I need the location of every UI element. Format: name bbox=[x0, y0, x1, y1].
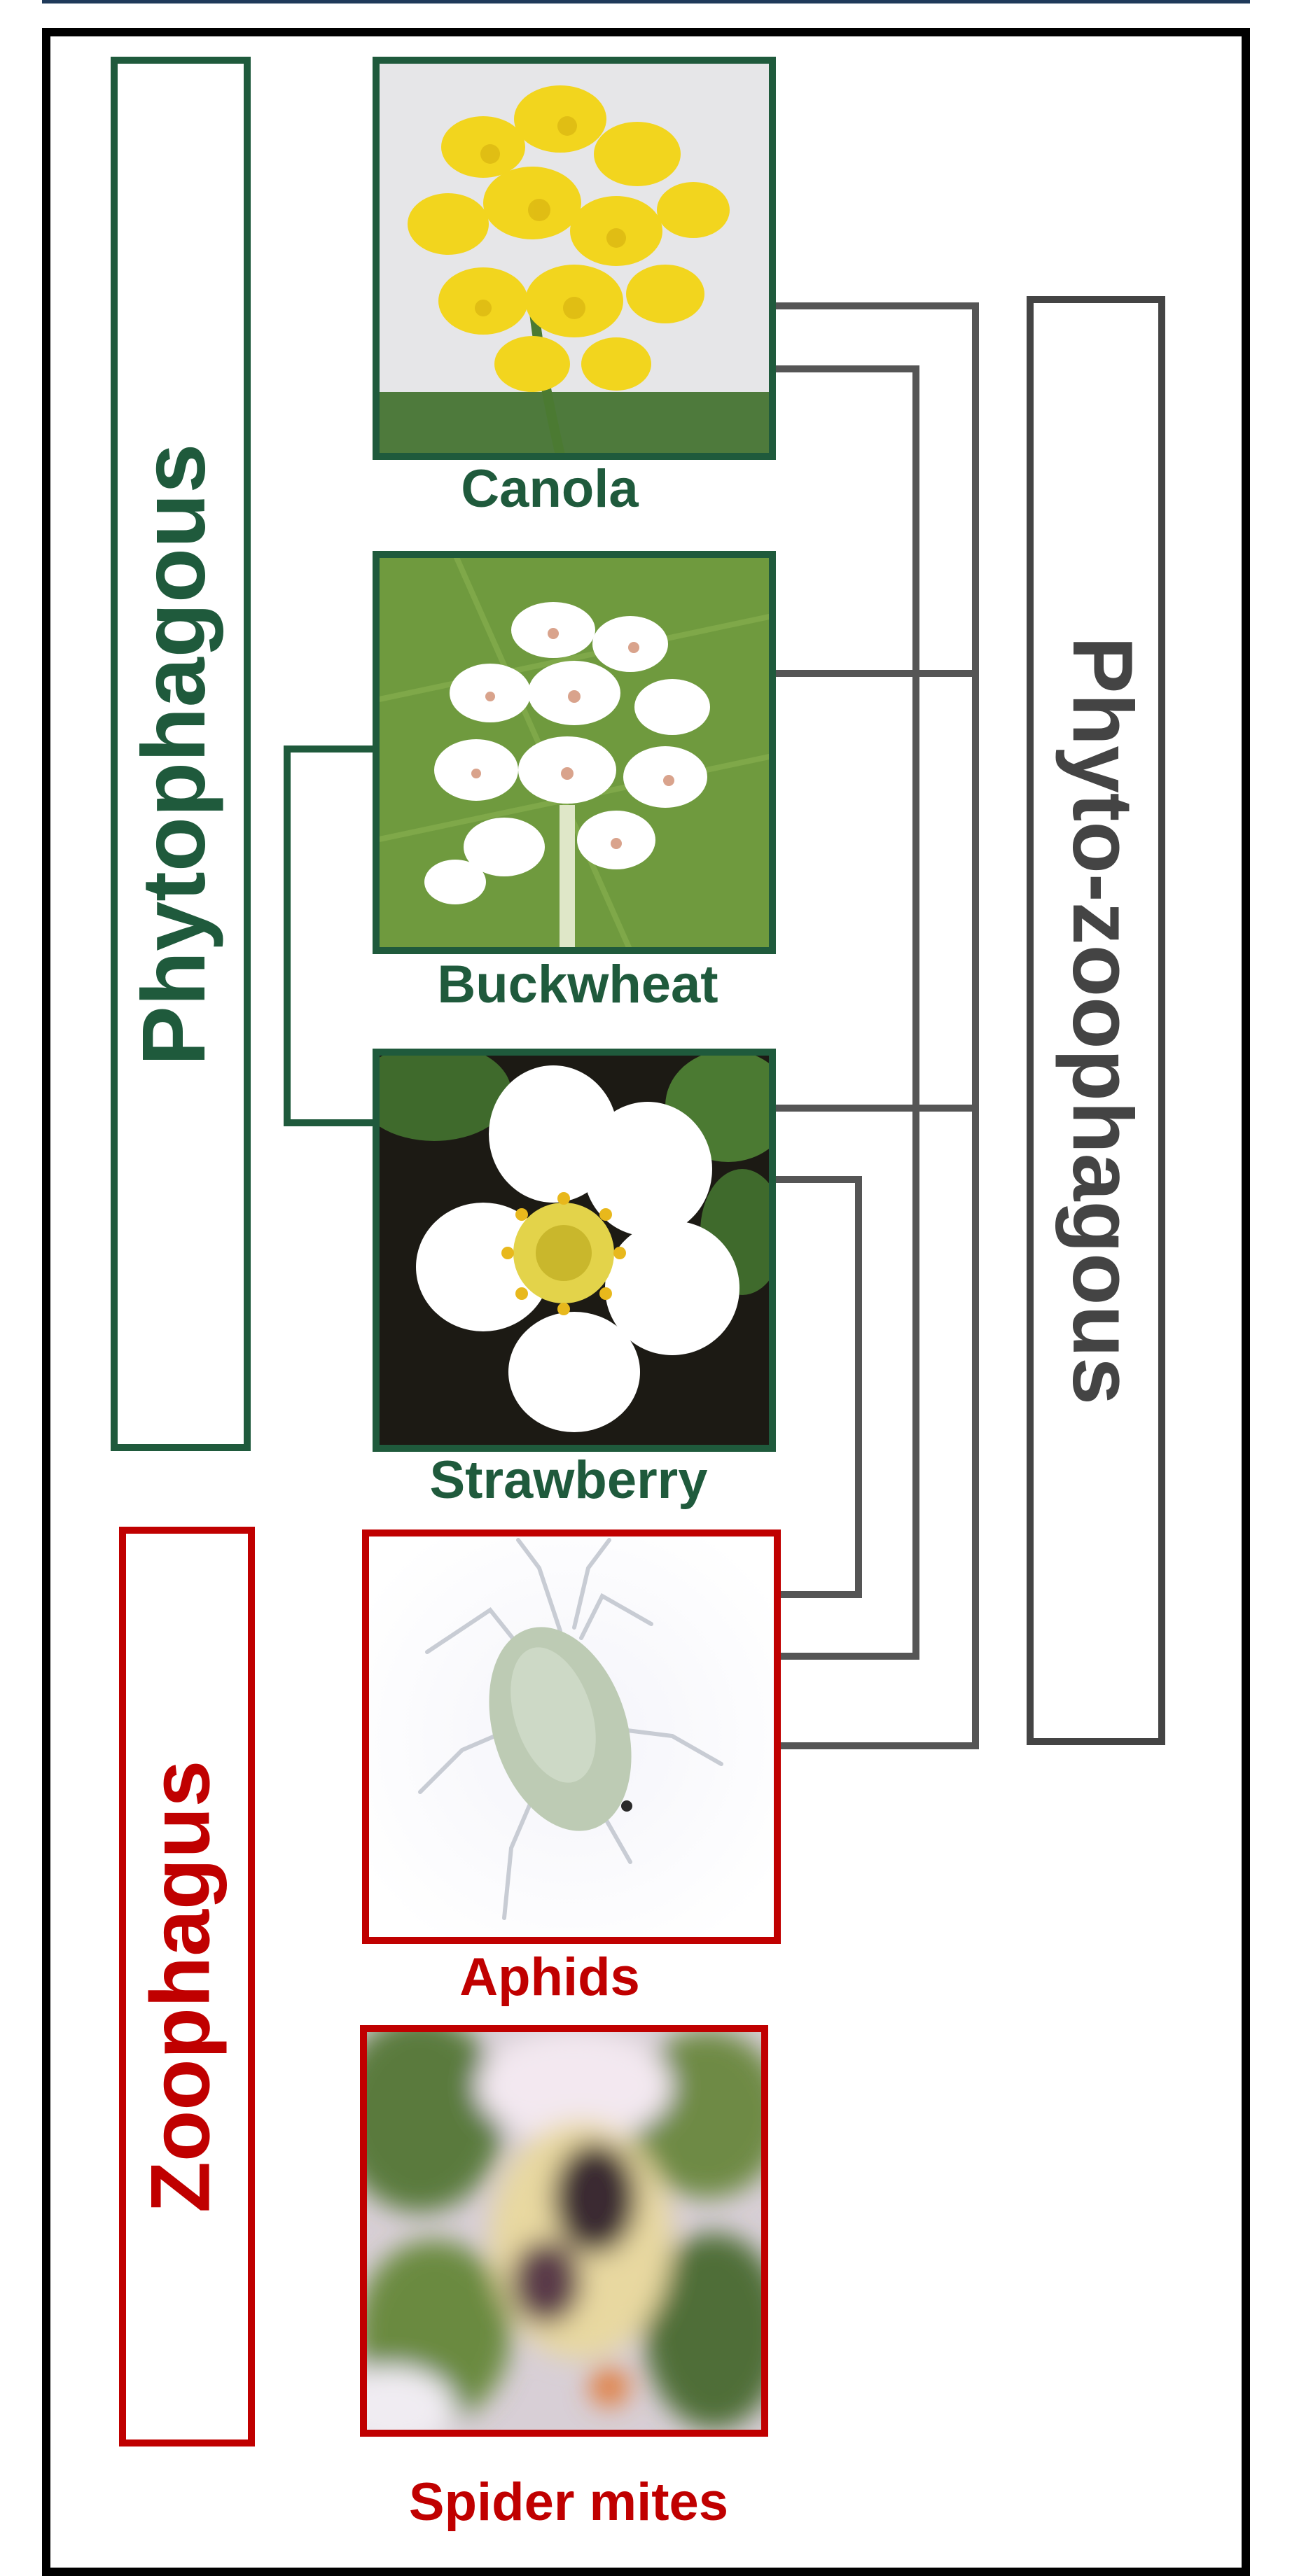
connector-canola-aphids-inner bbox=[772, 369, 916, 1656]
phytophagous-label: Phytophagous bbox=[124, 444, 224, 1066]
aphids-label: Aphids bbox=[459, 1947, 640, 2007]
canola-picture bbox=[376, 60, 772, 456]
connector-lines bbox=[772, 306, 975, 1746]
aphids-picture bbox=[366, 1533, 777, 1940]
buckwheat-label: Buckwheat bbox=[437, 955, 718, 1014]
strawberry-picture bbox=[357, 1043, 791, 1448]
phyto-zoophagous-label: Phyto-zoophagous bbox=[1055, 636, 1151, 1405]
spider-mites-picture bbox=[329, 2016, 784, 2450]
buckwheat-picture bbox=[376, 554, 772, 951]
connector-strawberry-aphids bbox=[772, 1180, 859, 1595]
strawberry-label: Strawberry bbox=[429, 1450, 707, 1510]
connector-buckwheat-strawberry bbox=[287, 749, 378, 1123]
canola-label: Canola bbox=[461, 459, 639, 519]
connector-canola-aphids-outer bbox=[772, 306, 975, 1746]
spider-mites-label: Spider mites bbox=[409, 2472, 728, 2532]
zoophagus-label: Zoophagus bbox=[134, 1760, 228, 2213]
